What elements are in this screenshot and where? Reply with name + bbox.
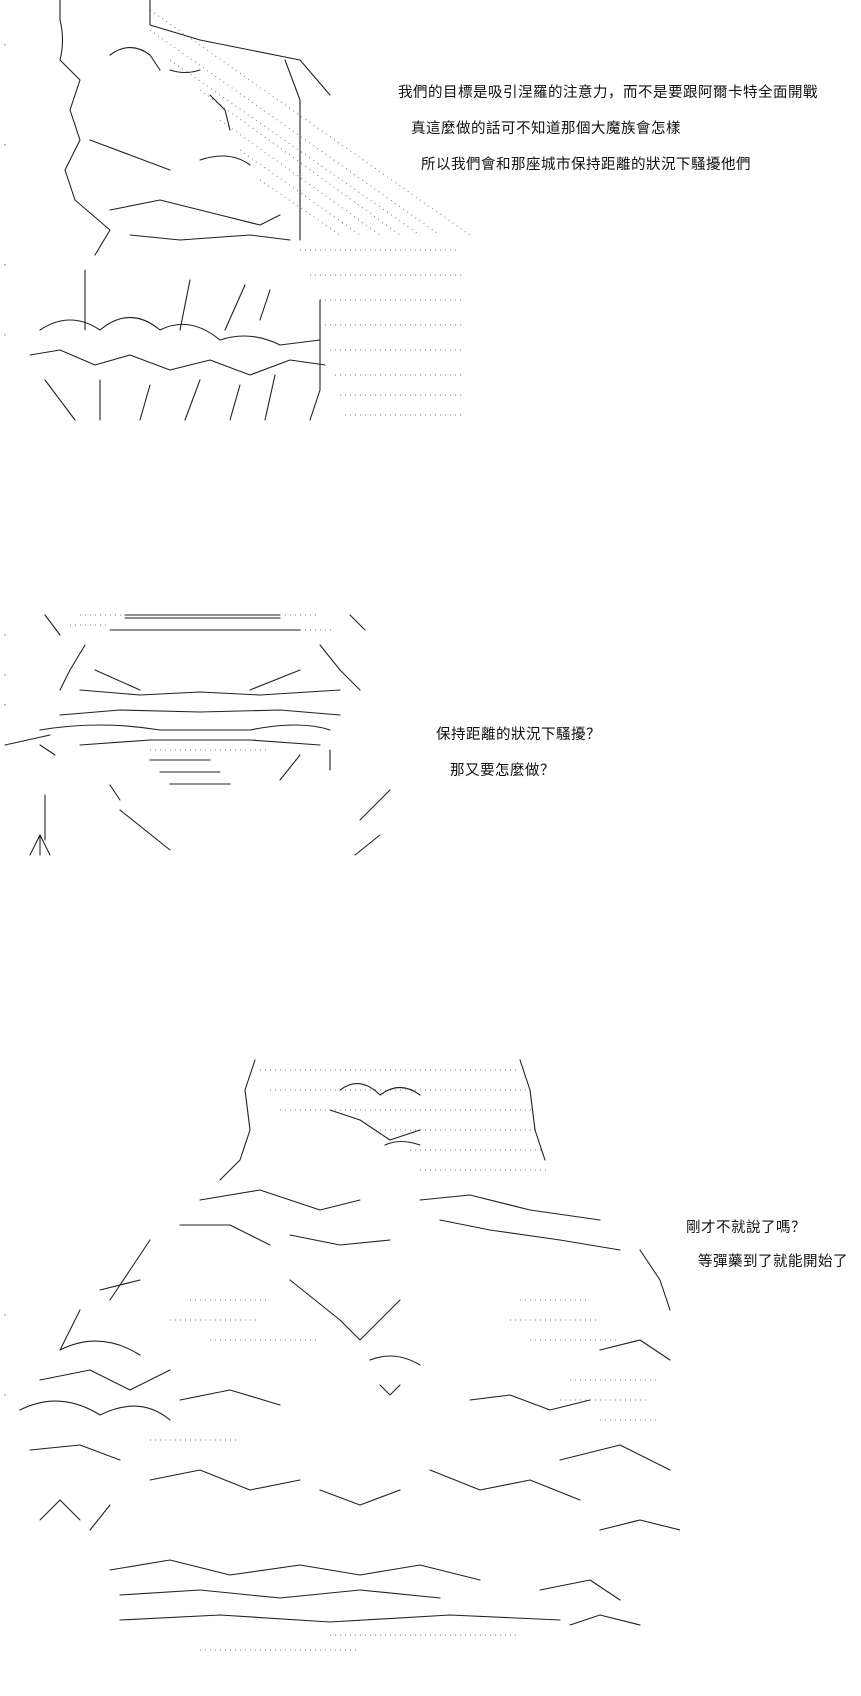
dialog-line: 那又要怎麼做？: [450, 763, 555, 779]
panel-3: · · 剛才不就說了嗎？ 等彈藥到了就能開始了: [0, 1050, 861, 1690]
dialog-line: 等彈藥到了就能開始了: [698, 1254, 848, 1270]
edge-mark: ·: [2, 40, 9, 51]
dialog-line: 剛才不就說了嗎？: [686, 1220, 806, 1236]
edge-mark: ·: [2, 1310, 9, 1321]
edge-mark: ·: [2, 330, 9, 341]
dialog-line: 所以我們會和那座城市保持距離的狀況下騷擾他們: [421, 157, 751, 173]
edge-mark: ·: [2, 1390, 9, 1401]
hooded-figure-art: [0, 0, 480, 440]
dialog-line: 保持距離的狀況下騷擾？: [436, 727, 601, 743]
edge-mark: ·: [2, 260, 9, 271]
helmeted-figure-art: [0, 610, 420, 870]
edge-mark: ·: [2, 630, 9, 641]
panel-1: · · · · 我們的目標是吸引涅羅的注意力，而不是要跟阿爾卡特全面開戰 真這麼…: [0, 0, 861, 440]
crowd-figures-art: [0, 1050, 680, 1690]
dialog-line: 真這麼做的話可不知道那個大魔族會怎樣: [411, 121, 681, 137]
panel-2: · · · 保持距離的狀況下騷擾？ 那又要怎麼做？: [0, 610, 861, 870]
edge-mark: ·: [2, 670, 9, 681]
edge-mark: ·: [2, 700, 9, 711]
edge-mark: ·: [2, 140, 9, 151]
dialog-line: 我們的目標是吸引涅羅的注意力，而不是要跟阿爾卡特全面開戰: [398, 85, 818, 101]
